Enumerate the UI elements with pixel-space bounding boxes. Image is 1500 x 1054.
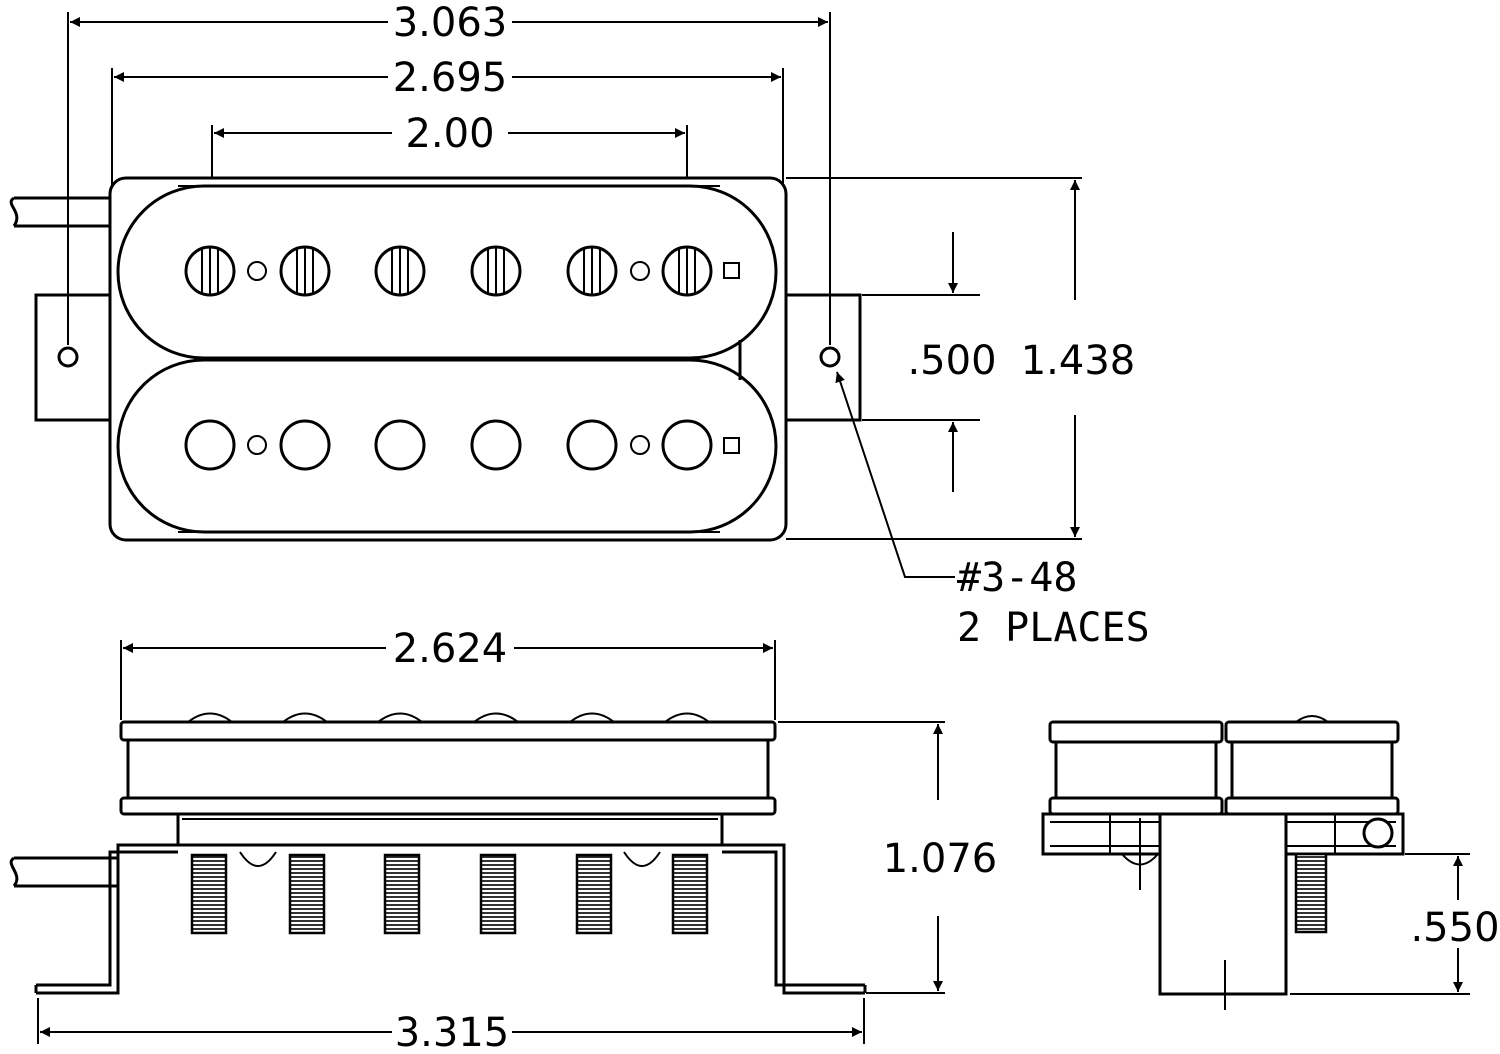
dim-side-height: 1.076 — [778, 721, 998, 994]
end-bobbin-left-body — [1054, 740, 1218, 802]
slug-pole — [279, 419, 331, 471]
bobbin-bottom — [116, 358, 778, 534]
pole-screws — [184, 245, 740, 297]
screw-heads — [187, 712, 710, 723]
slug-poles — [184, 419, 740, 471]
side-view: 2.624 — [9, 626, 998, 1054]
pole-screw — [184, 245, 236, 297]
top-view: 3.063 2.695 2.00 — [9, 0, 1150, 651]
lead-wire — [9, 196, 110, 228]
side-cover-bottom — [119, 796, 777, 816]
height-label: 1.438 — [1021, 338, 1136, 384]
pole-screw — [374, 245, 426, 297]
screw-length-label: .550 — [1410, 905, 1499, 951]
side-cover-body — [126, 738, 770, 800]
end-spacer-block — [1158, 812, 1288, 996]
base-plate — [36, 843, 865, 995]
slug-pole — [184, 419, 236, 471]
pole-spacing-label: 2.00 — [405, 111, 494, 157]
end-bobbin-right-body — [1230, 740, 1394, 802]
top-width-label: 2.624 — [393, 626, 508, 672]
screw-callout: #3-48 2 PLACES — [835, 371, 1150, 651]
pole-screw — [279, 245, 331, 297]
pole-screw — [566, 245, 618, 297]
pole-screw — [470, 245, 522, 297]
end-bobbin-left — [1048, 720, 1224, 744]
overall-width-label: 3.063 — [393, 0, 508, 46]
end-wire-hole — [1362, 817, 1394, 849]
bobbin-top — [116, 184, 778, 360]
dim-base-width: 3.315 — [37, 998, 865, 1054]
dim-overall-width: 3.063 — [67, 0, 831, 345]
mount-spacing-label: .500 — [907, 338, 996, 384]
side-lead-wire — [9, 856, 118, 888]
dim-mount-spacing: .500 — [862, 232, 997, 492]
slug-pole — [661, 419, 713, 471]
base-width-label: 3.315 — [395, 1010, 510, 1054]
side-height-label: 1.076 — [883, 836, 998, 882]
dim-height: 1.438 — [786, 177, 1136, 540]
dim-pole-spacing: 2.00 — [211, 111, 688, 250]
screw-places-label: 2 PLACES — [957, 605, 1150, 651]
dim-top-width: 2.624 — [120, 626, 776, 720]
mount-hole-left — [57, 346, 79, 368]
end-bobbin-right — [1224, 720, 1400, 744]
screw-callout-label: #3-48 — [957, 555, 1077, 601]
mount-hole-right — [819, 346, 841, 368]
end-view: .550 — [1041, 715, 1500, 1010]
dim-screw-length: .550 — [1290, 853, 1500, 995]
cover-width-label: 2.695 — [393, 55, 508, 101]
dim-cover-width: 2.695 — [111, 55, 784, 188]
slug-pole — [374, 419, 426, 471]
slug-pole — [470, 419, 522, 471]
slug-pole — [566, 419, 618, 471]
threaded-screws — [190, 851, 709, 935]
pole-screw — [661, 245, 713, 297]
side-cover-top — [119, 720, 777, 742]
